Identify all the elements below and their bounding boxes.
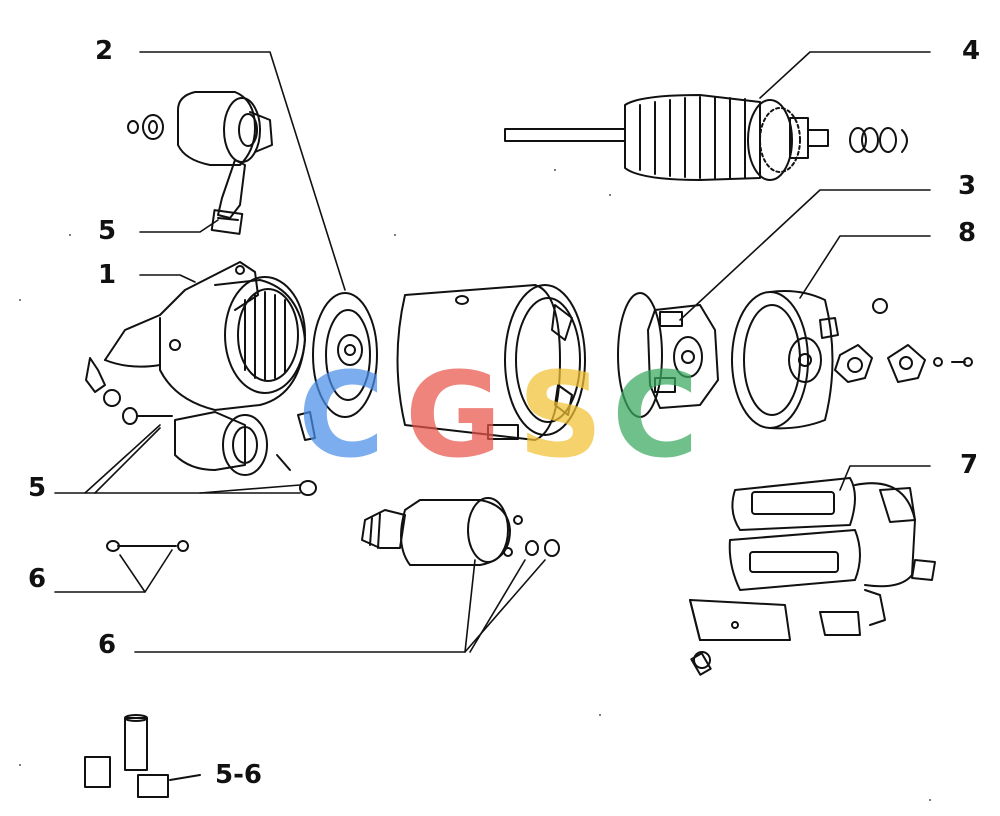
drive-pinion-assembly <box>127 91 273 235</box>
leader-1 <box>139 274 196 283</box>
watermark-g: G <box>405 346 502 484</box>
leader-4 <box>759 51 931 99</box>
watermark-c2: C <box>612 346 699 484</box>
label-part-6-bottom: 6 <box>98 630 117 660</box>
label-part-7: 7 <box>960 450 979 480</box>
brush-holder-plate <box>617 292 719 418</box>
leader-6-left <box>54 549 173 593</box>
leader-2 <box>139 51 346 291</box>
label-part-3: 3 <box>958 171 977 201</box>
drive-end-housing <box>85 261 317 496</box>
label-parts-5-6: 5-6 <box>215 760 262 790</box>
brush-set-icon <box>84 714 201 798</box>
leader-lines <box>54 51 931 653</box>
label-part-6-left: 6 <box>28 564 47 594</box>
watermark-s: S <box>518 346 603 484</box>
yoke-housing <box>396 284 586 441</box>
armature <box>504 94 908 181</box>
leader-6-bottom <box>134 559 476 653</box>
watermark-c1: C <box>298 346 385 484</box>
leader-8 <box>799 235 931 299</box>
label-part-5-top: 5 <box>98 216 117 246</box>
through-bolt <box>106 540 189 552</box>
label-part-4: 4 <box>962 36 981 66</box>
leader-3 <box>679 189 931 321</box>
leader-7 <box>839 465 931 491</box>
field-coil <box>689 477 936 676</box>
label-part-2: 2 <box>95 36 114 66</box>
label-part-5-bottom: 5 <box>28 473 47 503</box>
label-part-8: 8 <box>958 218 977 248</box>
leader-5-top <box>139 219 219 233</box>
label-part-1: 1 <box>98 260 117 290</box>
speckles <box>19 169 931 801</box>
intermediate-plate <box>297 292 378 441</box>
solenoid <box>361 497 560 566</box>
commutator-end-cover <box>731 290 973 430</box>
